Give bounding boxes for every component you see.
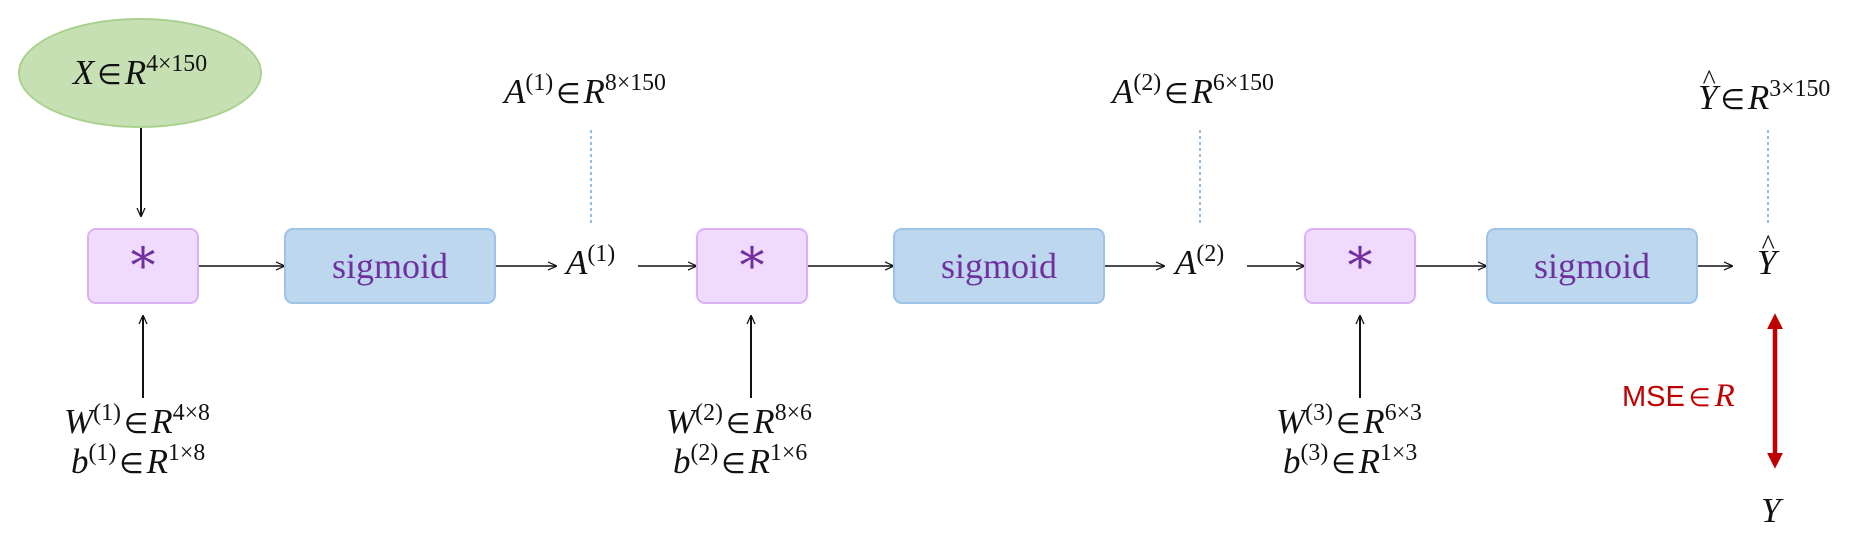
bias-2-label: b(2)∈R1×6 <box>673 440 808 482</box>
input-label: X∈R4×150 <box>72 50 208 92</box>
activation-1-node: A(1) <box>566 240 616 282</box>
params-2-label: W(2)∈R8×6 b(2)∈R1×6 <box>666 399 812 483</box>
output-node: Y <box>1757 230 1777 283</box>
bias-3-label: b(3)∈R1×3 <box>1283 440 1418 482</box>
activation-2-dims-label: A(2)∈R6×150 <box>1112 69 1274 111</box>
output-dims-label: Y∈R3×150 <box>1698 65 1830 118</box>
input-node: X∈R4×150 <box>18 18 262 128</box>
loss-label: MSE∈R <box>1622 378 1735 414</box>
bias-1-label: b(1)∈R1×8 <box>71 440 206 482</box>
weight-1-label: W(1)∈R4×8 <box>64 399 210 441</box>
weight-3-label: W(3)∈R6×3 <box>1276 399 1422 441</box>
multiply-operator-3: * <box>1304 228 1416 304</box>
multiply-operator-2: * <box>696 228 808 304</box>
activation-1-dims-label: A(1)∈R8×150 <box>504 69 666 111</box>
params-1-label: W(1)∈R4×8 b(1)∈R1×8 <box>64 399 210 483</box>
multiply-operator-1: * <box>87 228 199 304</box>
target-label: Y <box>1761 491 1781 530</box>
activation-2-node: A(2) <box>1175 240 1225 282</box>
sigmoid-block-2: sigmoid <box>893 228 1105 304</box>
sigmoid-block-3: sigmoid <box>1486 228 1698 304</box>
weight-2-label: W(2)∈R8×6 <box>666 399 812 441</box>
params-3-label: W(3)∈R6×3 b(3)∈R1×3 <box>1276 399 1422 483</box>
sigmoid-block-1: sigmoid <box>284 228 496 304</box>
